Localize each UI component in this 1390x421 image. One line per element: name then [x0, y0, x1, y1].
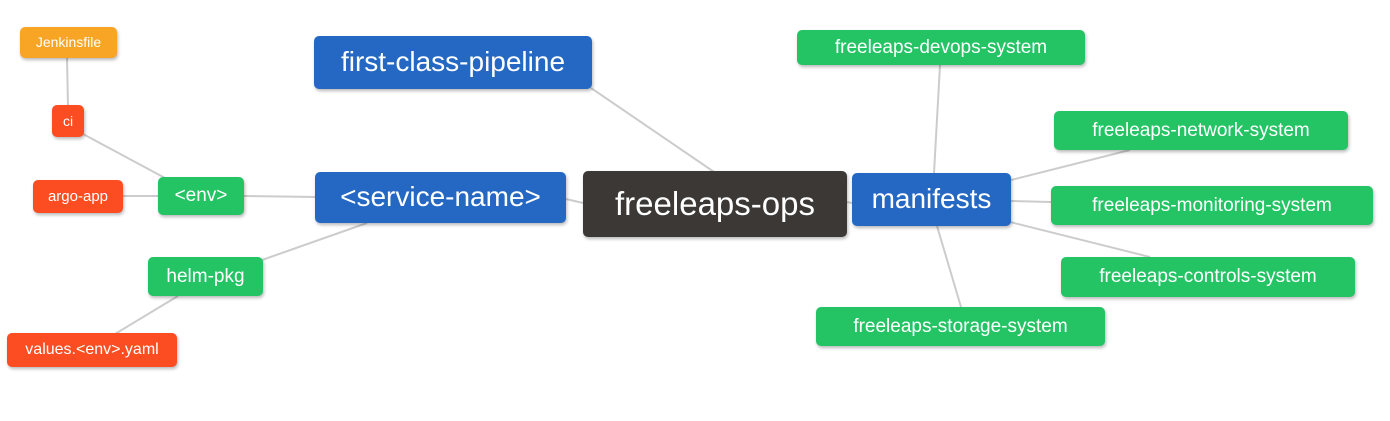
node-label-jenkinsfile: Jenkinsfile: [35, 34, 102, 50]
node-label-helm-pkg: helm-pkg: [166, 265, 245, 287]
edge-service-name-freeleaps-ops: [565, 198, 584, 204]
node-label-freeleaps-storage-system: freeleaps-storage-system: [853, 315, 1068, 337]
node-freeleaps-network-system[interactable]: freeleaps-network-system: [1054, 111, 1348, 150]
edge-jenkinsfile-ci: [66, 57, 69, 107]
edge-ci-env: [82, 133, 166, 179]
edge-helm-pkg-values-env-yaml: [114, 295, 179, 335]
node-freeleaps-controls-system[interactable]: freeleaps-controls-system: [1061, 257, 1355, 297]
edge-manifests-freeleaps-monitoring-system: [1010, 200, 1052, 203]
node-label-service-name: <service-name>: [340, 181, 541, 212]
node-label-env: <env>: [174, 185, 228, 206]
node-freeleaps-storage-system[interactable]: freeleaps-storage-system: [816, 307, 1105, 346]
node-label-first-class-pipeline: first-class-pipeline: [340, 46, 566, 77]
edge-manifests-freeleaps-network-system: [1010, 149, 1131, 181]
node-label-argo-app: argo-app: [47, 187, 109, 205]
edge-first-class-pipeline-freeleaps-ops: [590, 87, 721, 177]
node-jenkinsfile[interactable]: Jenkinsfile: [20, 27, 117, 58]
node-values-env-yaml[interactable]: values.<env>.yaml: [7, 333, 177, 367]
node-label-values-env-yaml: values.<env>.yaml: [25, 340, 159, 358]
edge-service-name-helm-pkg: [261, 222, 368, 261]
node-argo-app[interactable]: argo-app: [33, 180, 123, 213]
node-label-freeleaps-network-system: freeleaps-network-system: [1092, 119, 1310, 141]
node-ci[interactable]: ci: [52, 105, 84, 137]
node-first-class-pipeline[interactable]: first-class-pipeline: [314, 36, 592, 89]
node-label-freeleaps-devops-system: freeleaps-devops-system: [834, 36, 1048, 58]
edge-freeleaps-ops-manifests: [845, 201, 854, 204]
node-manifests[interactable]: manifests: [852, 173, 1011, 226]
node-service-name[interactable]: <service-name>: [315, 172, 566, 223]
node-label-freeleaps-controls-system: freeleaps-controls-system: [1099, 266, 1317, 287]
node-env[interactable]: <env>: [158, 177, 244, 215]
node-label-freeleaps-ops: freeleaps-ops: [615, 185, 815, 222]
edge-manifests-freeleaps-controls-system: [1009, 221, 1151, 258]
node-freeleaps-ops[interactable]: freeleaps-ops: [583, 171, 847, 237]
node-label-freeleaps-monitoring-system: freeleaps-monitoring-system: [1092, 194, 1332, 216]
node-label-manifests: manifests: [871, 183, 992, 214]
edge-manifests-freeleaps-storage-system: [936, 225, 962, 308]
node-freeleaps-monitoring-system[interactable]: freeleaps-monitoring-system: [1051, 186, 1373, 225]
node-freeleaps-devops-system[interactable]: freeleaps-devops-system: [797, 30, 1085, 65]
edge-manifests-freeleaps-devops-system: [933, 64, 941, 174]
node-label-ci: ci: [62, 112, 74, 129]
node-helm-pkg[interactable]: helm-pkg: [148, 257, 263, 296]
edge-env-service-name: [243, 195, 316, 198]
